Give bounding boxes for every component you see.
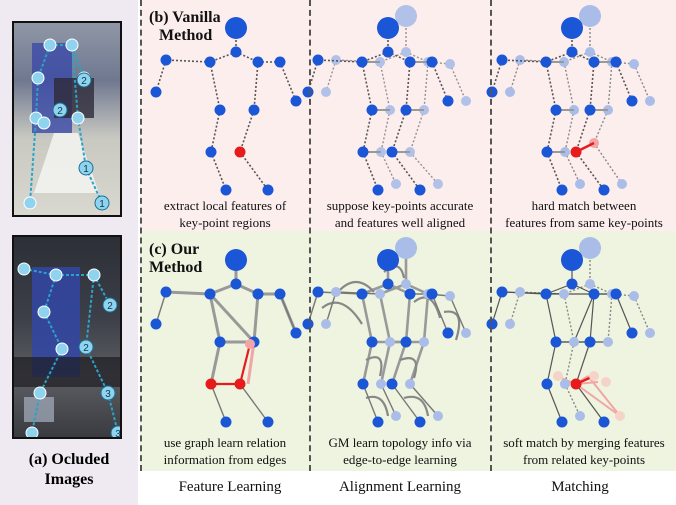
separator-left <box>140 0 142 471</box>
our-matching-skeleton <box>486 237 655 428</box>
vanilla-alignment-skeleton <box>302 5 471 196</box>
caption-line: soft match by merging features <box>503 435 665 450</box>
occluded-photo-2: 2 2 3 3 <box>12 235 122 439</box>
vanilla-method-title: (b) Vanilla Method <box>149 9 221 45</box>
our-feature-skeleton <box>150 249 302 428</box>
occluded-label-line1: (a) Ocluded <box>28 451 110 468</box>
caption-line: features from same key-points <box>505 215 663 230</box>
separator-middle-1 <box>309 0 311 471</box>
our-method-title: (c) Our Method <box>149 241 202 277</box>
caption-line: suppose key-points accurate <box>326 198 474 213</box>
separator-middle-2 <box>490 0 492 471</box>
caption-line: and features well aligned <box>334 215 466 230</box>
photo1-num-0: 2 <box>81 76 87 87</box>
photo-2-skeleton: 2 2 3 3 <box>14 262 120 437</box>
caption-line: key-point regions <box>179 215 271 230</box>
vanilla-caption-matching: hard match between features from same ke… <box>492 197 676 231</box>
vanilla-caption-alignment: suppose key-points accurate and features… <box>311 197 489 231</box>
column-label-matching: Matching <box>551 479 609 495</box>
photo1-num-2: 1 <box>83 164 89 175</box>
photo2-num-3: 3 <box>115 429 120 437</box>
vanilla-matching-skeleton <box>486 5 655 196</box>
our-caption-feature: use graph learn relation information fro… <box>142 434 308 468</box>
caption-line: information from edges <box>163 452 287 467</box>
vanilla-title-line1: (b) Vanilla <box>149 9 221 26</box>
our-caption-alignment: GM learn topology info via edge-to-edge … <box>311 434 489 468</box>
caption-line: use graph learn relation <box>163 435 287 450</box>
column-label-feature-learning: Feature Learning <box>178 479 282 495</box>
occluded-photo-1: 2 2 1 1 <box>12 21 122 217</box>
our-caption-matching: soft match by merging features from rela… <box>492 434 676 468</box>
vanilla-feature-skeleton <box>150 17 302 196</box>
caption-line: hard match between <box>531 198 637 213</box>
vanilla-title-line2: Method <box>159 27 213 44</box>
our-title-line1: (c) Our <box>149 241 200 258</box>
vanilla-caption-feature: extract local features of key-point regi… <box>142 197 308 231</box>
our-title-line2: Method <box>149 259 203 276</box>
occluded-label-line2: Images <box>44 471 94 488</box>
column-label-alignment-learning: Alignment Learning <box>338 479 462 495</box>
photo1-num-3: 1 <box>99 199 105 210</box>
our-alignment-skeleton <box>302 237 471 428</box>
caption-line: edge-to-edge learning <box>343 452 457 467</box>
caption-line: from related key-points <box>522 452 645 467</box>
photo1-num-1: 2 <box>57 106 63 117</box>
photo2-num-2: 3 <box>105 389 111 400</box>
caption-line: GM learn topology info via <box>328 435 472 450</box>
photo2-num-0: 2 <box>107 301 113 312</box>
caption-line: extract local features of <box>163 198 287 213</box>
occluded-images-label: (a) Ocluded Images <box>0 450 138 490</box>
photo2-num-1: 2 <box>83 343 89 354</box>
occluded-images-panel: 2 2 1 1 <box>0 0 138 505</box>
photo-1-skeleton: 2 2 1 1 <box>23 38 110 211</box>
